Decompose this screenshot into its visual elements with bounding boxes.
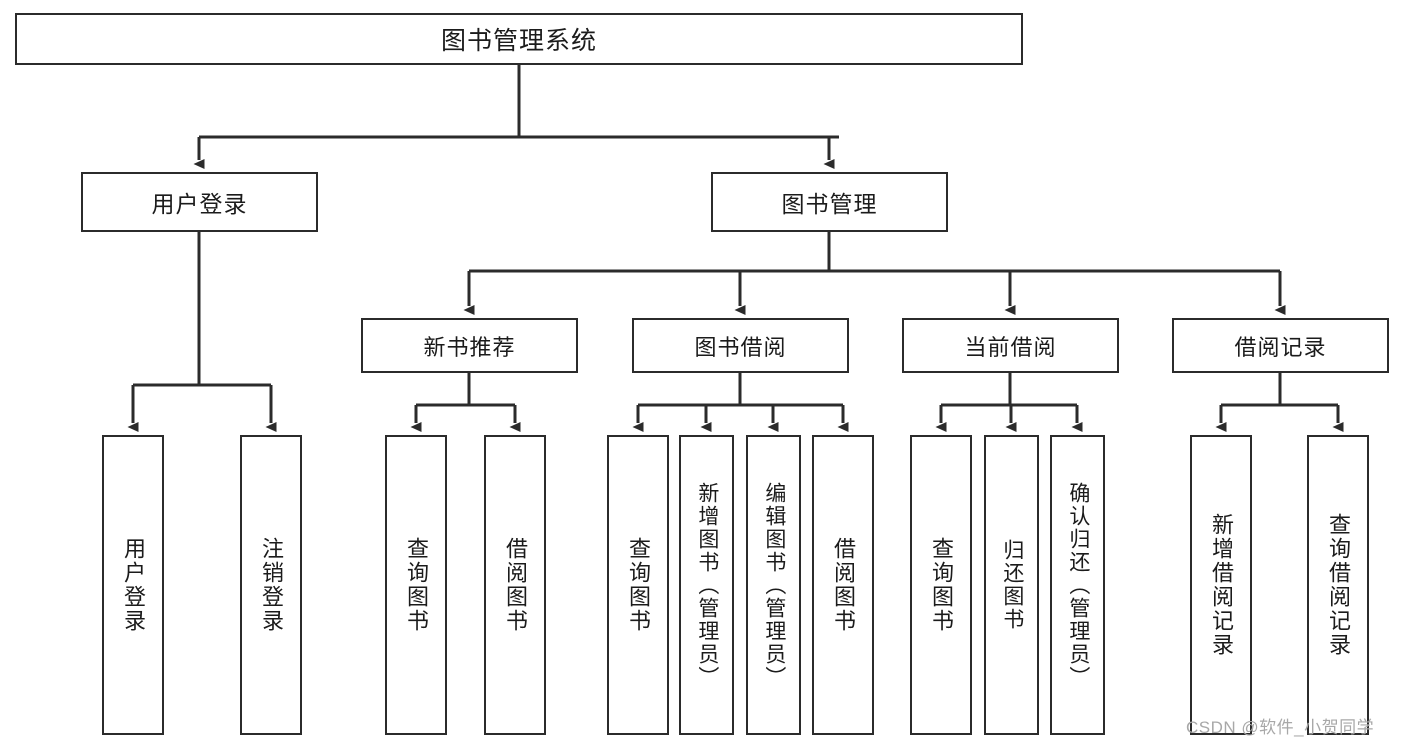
leaf-query-book-current-label: 查询图书 [928, 537, 954, 633]
leaf-query-book-recommend-label: 查询图书 [403, 537, 429, 633]
node-current-borrow[interactable]: 当前借阅 [902, 318, 1119, 373]
node-borrow-record[interactable]: 借阅记录 [1172, 318, 1389, 373]
node-user-login-label: 用户登录 [151, 191, 248, 217]
leaf-confirm-return-admin[interactable]: 确认归还（管理员） [1050, 435, 1105, 735]
leaf-logout-label: 注销登录 [258, 537, 284, 633]
leaf-add-book-admin-label: 新增图书（管理员） [695, 481, 719, 689]
leaf-return-book-label: 归还图书 [1000, 539, 1024, 631]
node-borrow-record-label: 借阅记录 [1234, 334, 1327, 360]
leaf-logout[interactable]: 注销登录 [240, 435, 302, 735]
leaf-user-login[interactable]: 用户登录 [102, 435, 164, 735]
leaf-borrow-book-recommend-label: 借阅图书 [502, 537, 528, 633]
leaf-query-book-recommend[interactable]: 查询图书 [385, 435, 447, 735]
node-user-login[interactable]: 用户登录 [81, 172, 318, 232]
node-root[interactable]: 图书管理系统 [15, 13, 1023, 65]
node-book-management[interactable]: 图书管理 [711, 172, 948, 232]
node-book-borrow[interactable]: 图书借阅 [632, 318, 849, 373]
node-current-borrow-label: 当前借阅 [964, 334, 1057, 360]
leaf-add-borrow-record-label: 新增借阅记录 [1208, 513, 1234, 657]
leaf-borrow-book-label: 借阅图书 [830, 537, 856, 633]
leaf-add-borrow-record[interactable]: 新增借阅记录 [1190, 435, 1252, 735]
node-book-borrow-label: 图书借阅 [694, 334, 787, 360]
leaf-add-book-admin[interactable]: 新增图书（管理员） [679, 435, 734, 735]
leaf-query-book-borrow[interactable]: 查询图书 [607, 435, 669, 735]
leaf-query-book-current[interactable]: 查询图书 [910, 435, 972, 735]
csdn-watermark: CSDN @软件_小贺同学 [1186, 718, 1375, 737]
leaf-borrow-book[interactable]: 借阅图书 [812, 435, 874, 735]
leaf-confirm-return-admin-label: 确认归还（管理员） [1066, 481, 1090, 689]
node-book-management-label: 图书管理 [781, 191, 878, 217]
leaf-edit-book-admin-label: 编辑图书（管理员） [762, 481, 786, 689]
node-new-book-recommend-label: 新书推荐 [423, 334, 516, 360]
leaf-edit-book-admin[interactable]: 编辑图书（管理员） [746, 435, 801, 735]
leaf-query-book-borrow-label: 查询图书 [625, 537, 651, 633]
leaf-user-login-label: 用户登录 [120, 537, 146, 633]
node-root-label: 图书管理系统 [440, 27, 597, 55]
leaf-query-borrow-record-label: 查询借阅记录 [1325, 513, 1351, 657]
node-new-book-recommend[interactable]: 新书推荐 [361, 318, 578, 373]
leaf-query-borrow-record[interactable]: 查询借阅记录 [1307, 435, 1369, 735]
leaf-return-book[interactable]: 归还图书 [984, 435, 1039, 735]
leaf-borrow-book-recommend[interactable]: 借阅图书 [484, 435, 546, 735]
